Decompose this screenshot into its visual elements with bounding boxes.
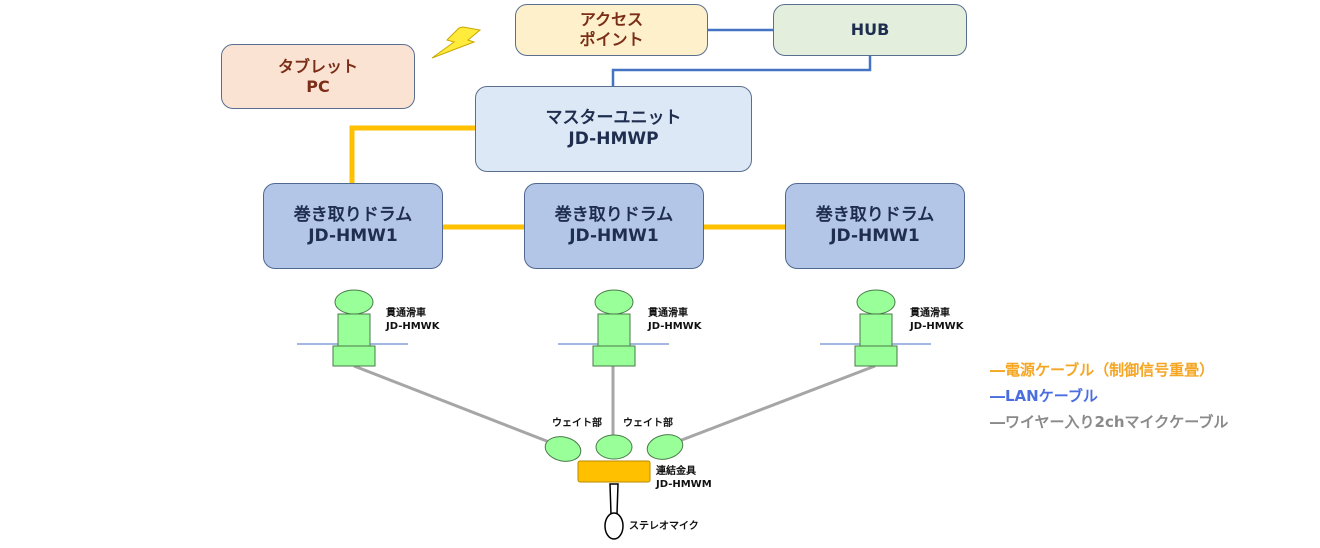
pulley-base: [854, 345, 898, 367]
pulley-model: JD-HMWK: [648, 320, 702, 332]
pulley-name: 貫通滑車: [386, 308, 426, 319]
pulley-name: 貫通滑車: [648, 308, 688, 319]
legend: ―電源ケーブル（制御信号重畳） ―LANケーブル ―ワイヤー入り2chマイクケー…: [990, 357, 1228, 435]
connector-fitting: [577, 460, 651, 483]
legend-lan-cable: ―LANケーブル: [990, 387, 1098, 405]
power-cables: [349, 125, 785, 230]
legend-power-cable: ―電源ケーブル（制御信号重畳）: [990, 361, 1215, 379]
tablet-label-1: タブレット: [277, 56, 358, 76]
microphone-label: ステレオマイク: [629, 521, 699, 534]
weight-label-left: ウェイト部: [552, 418, 602, 431]
pulley-device-2: [592, 289, 636, 367]
pulley-name: 貫通滑車: [910, 308, 950, 319]
pulley-device-1: [332, 289, 376, 367]
microphone-label-text: ステレオマイク: [629, 521, 699, 532]
wire-cables: [353, 364, 876, 449]
drum-label-1: 巻き取りドラム: [554, 204, 674, 225]
lan-cable-hub-master: [611, 56, 872, 86]
hub-box: HUB: [773, 4, 967, 56]
pulley-model: JD-HMWK: [910, 320, 964, 332]
weight-label-text: ウェイト部: [552, 418, 602, 429]
winding-drum-2: 巻き取りドラム JD-HMW1: [524, 183, 704, 269]
lan-cables: [611, 28, 872, 86]
microphone-head: [604, 512, 624, 540]
weight-center: [595, 434, 633, 460]
access-point-label-1: アクセス: [579, 10, 644, 29]
drum-label-2: JD-HMW1: [830, 226, 920, 246]
wire-cable-3: [665, 364, 876, 448]
pulley-model: JD-HMWK: [386, 320, 440, 332]
drum-label-1: 巻き取りドラム: [293, 204, 413, 225]
winding-drum-1: 巻き取りドラム JD-HMW1: [263, 183, 443, 269]
wire-cable-1: [353, 364, 563, 449]
drum-label-2: JD-HMW1: [569, 226, 659, 246]
master-unit-label-1: マスターユニット: [545, 107, 682, 128]
microphone-icon: [604, 483, 624, 540]
drum-label-2: JD-HMW1: [308, 226, 398, 246]
master-unit-label-2: JD-HMWP: [568, 129, 659, 149]
connector-label: 連結金具 JD-HMWM: [656, 466, 712, 491]
microphone-stem: [609, 483, 619, 515]
power-cable-master-drum1: [349, 125, 475, 183]
tablet-pc-box: タブレット PC: [221, 44, 415, 109]
pulley-label-2: 貫通滑車 JD-HMWK: [648, 308, 701, 333]
pulley-body: [337, 313, 371, 347]
access-point-label-2: ポイント: [579, 30, 644, 49]
pulley-body: [597, 313, 631, 347]
weights: [544, 434, 684, 462]
connector-name: 連結金具: [656, 466, 696, 477]
connector-model: JD-HMWM: [656, 478, 712, 490]
access-point-box: アクセス ポイント: [515, 4, 708, 56]
pulley-top-ellipse: [594, 289, 634, 315]
pulley-top-ellipse: [334, 289, 374, 315]
pulley-base: [592, 345, 636, 367]
pulley-label-3: 貫通滑車 JD-HMWK: [910, 308, 963, 333]
pulley-label-1: 貫通滑車 JD-HMWK: [386, 308, 439, 333]
master-unit-box: マスターユニット JD-HMWP: [475, 86, 752, 172]
pulley-base: [332, 345, 376, 367]
tablet-label-2: PC: [306, 76, 330, 96]
hub-label: HUB: [850, 20, 890, 39]
weight-label-right: ウェイト部: [623, 418, 673, 431]
pulley-device-3: [854, 289, 898, 367]
winding-drum-3: 巻き取りドラム JD-HMW1: [785, 183, 965, 269]
legend-wire-cable: ―ワイヤー入り2chマイクケーブル: [990, 413, 1229, 431]
lightning-bolt-icon: [431, 26, 482, 59]
weight-label-text: ウェイト部: [623, 418, 673, 429]
pulley-top-ellipse: [856, 289, 896, 315]
pulley-body: [859, 313, 893, 347]
drum-label-1: 巻き取りドラム: [815, 204, 935, 225]
weight-left: [544, 436, 582, 462]
weight-right: [646, 434, 684, 460]
